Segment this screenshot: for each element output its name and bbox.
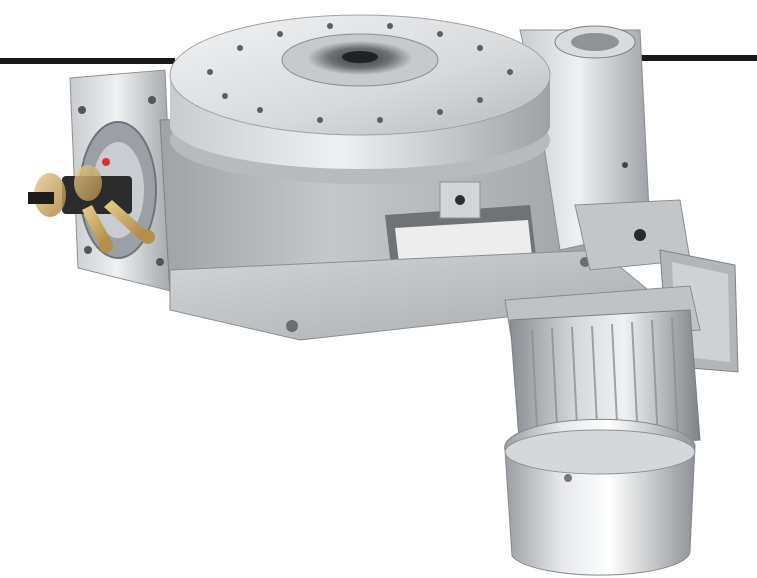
rule-line-right [632, 55, 757, 61]
rule-line-left [0, 58, 175, 64]
pneumatic-fittings [28, 158, 155, 253]
base-plate [169, 249, 662, 341]
rotary-table [169, 14, 551, 184]
electric-motor [504, 249, 739, 576]
